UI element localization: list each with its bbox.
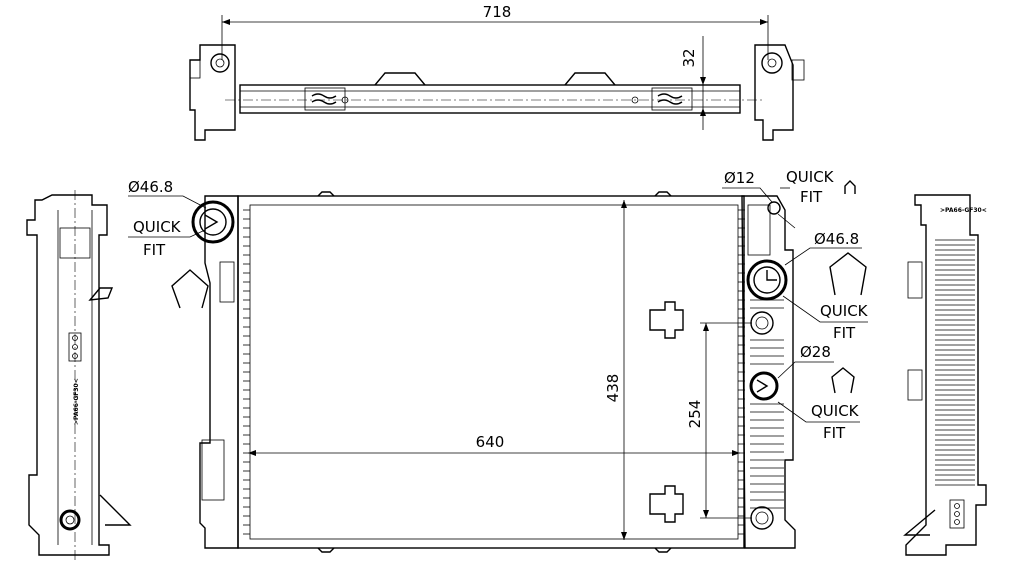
top-view: 718 32 [189,3,805,141]
vent-diameter: Ø12 [724,169,755,187]
small-port-fit-line2: FIT [823,424,846,442]
right-outlet-fit-line1: QUICK [820,302,869,320]
dim-640: 640 [476,433,505,451]
vent-fit-line1: QUICK [786,168,835,186]
dim-718: 718 [483,3,512,21]
material-mark-left: >PA66-GF30< [73,378,80,425]
quick-fit-clip-icon [844,180,856,194]
right-outlet-diameter: Ø46.8 [814,230,859,248]
vent-fit-line2: FIT [800,188,823,206]
dim-254: 254 [686,400,704,429]
right-side-view: >PA66-GF30< [903,194,987,556]
left-inlet-fit-line1: QUICK [133,218,182,236]
right-outlet-fit-line2: FIT [833,324,856,342]
left-inlet-diameter: Ø46.8 [128,178,173,196]
front-view: 438 254 640 Ø46.8 QUICK FIT Ø12 QUICK FI… [128,168,869,553]
dim-438: 438 [604,374,622,403]
left-inlet-fit-line2: FIT [143,241,166,259]
material-mark-right: >PA66-GF30< [940,207,987,214]
left-side-view: >PA66-GF30< [26,190,132,560]
small-port-diameter: Ø28 [800,343,831,361]
quick-fit-clip-icon [171,269,209,309]
quick-fit-clip-icon [831,367,855,394]
dim-32: 32 [680,48,698,67]
small-port-fit-line1: QUICK [811,402,860,420]
quick-fit-clip-icon [829,252,867,296]
